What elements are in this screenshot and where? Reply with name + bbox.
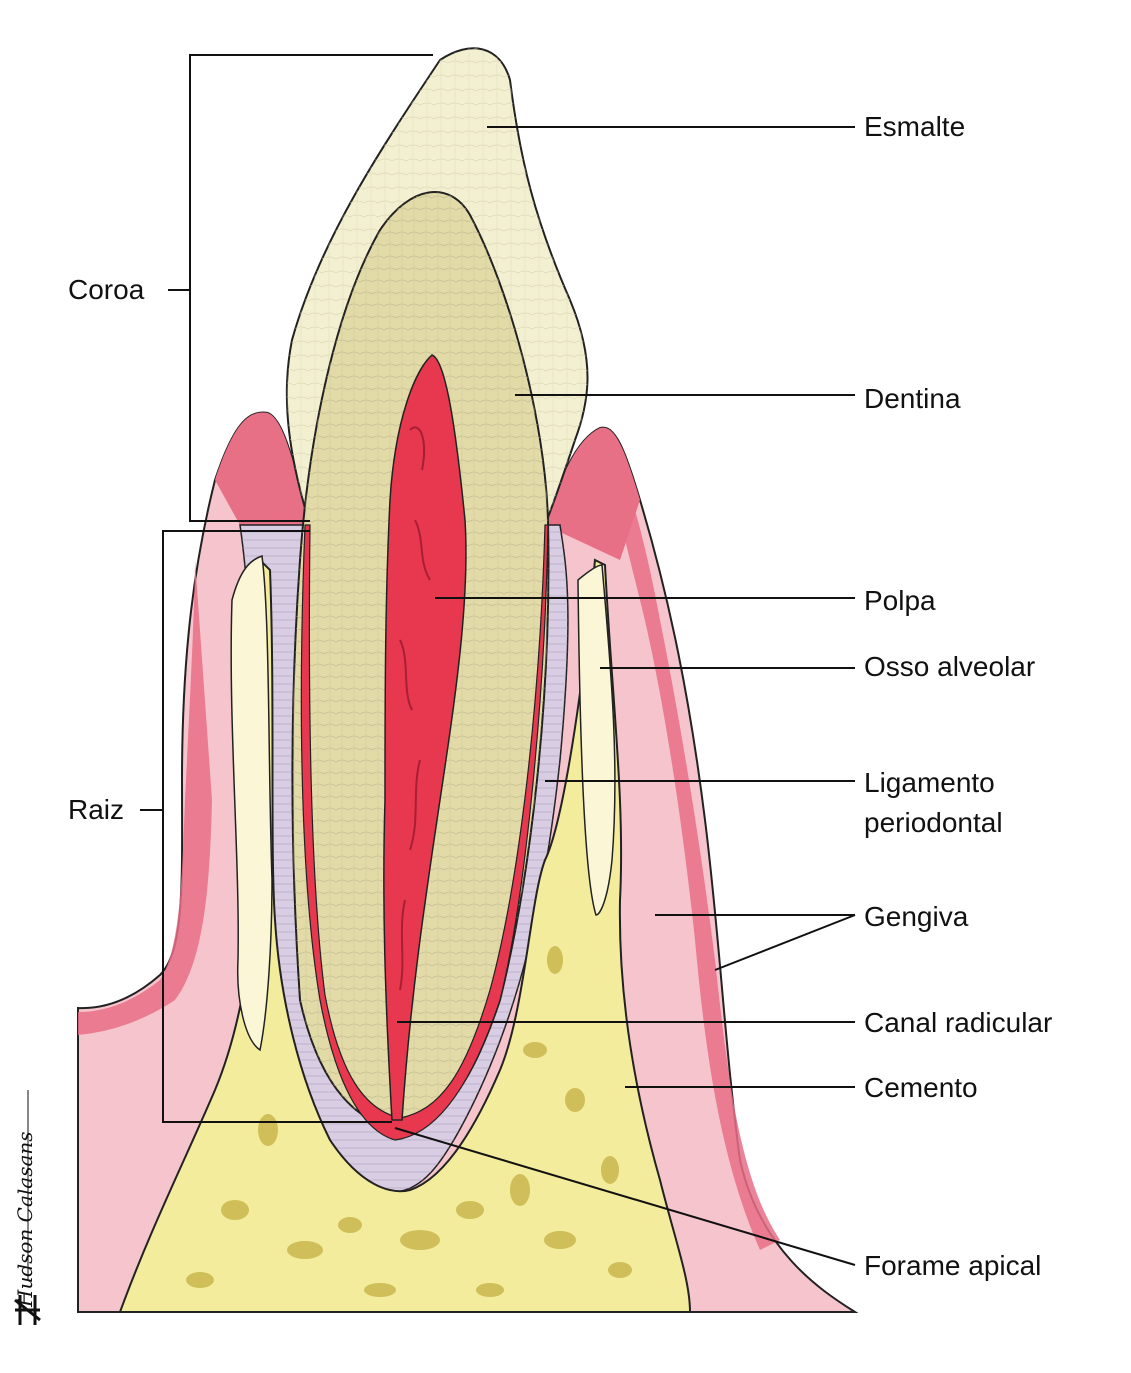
pulp	[383, 354, 467, 1121]
label-canal-radicular: Canal radicular	[864, 1007, 1053, 1038]
label-dentina: Dentina	[864, 383, 961, 414]
signature-text: Hudson Calasans	[13, 1131, 37, 1307]
label-polpa: Polpa	[864, 585, 936, 616]
bone-marrow-spaces	[186, 946, 632, 1297]
label-periodontal: periodontal	[864, 807, 1003, 838]
artist-signature-mark	[14, 1090, 41, 1325]
label-cemento: Cemento	[864, 1072, 978, 1103]
artist-signature: Hudson Calasans	[2, 1080, 46, 1320]
cementum	[300, 524, 549, 1141]
label-ligamento: Ligamento	[864, 767, 995, 798]
label-raiz: Raiz	[68, 794, 125, 825]
label-forame-apical: Forame apical	[864, 1250, 1042, 1281]
label-coroa: Coroa	[68, 274, 145, 305]
label-gengiva: Gengiva	[864, 901, 969, 932]
label-osso-alveolar: Osso alveolar	[864, 651, 1036, 682]
leader-lines	[140, 54, 856, 1266]
label-esmalte: Esmalte	[864, 111, 966, 142]
